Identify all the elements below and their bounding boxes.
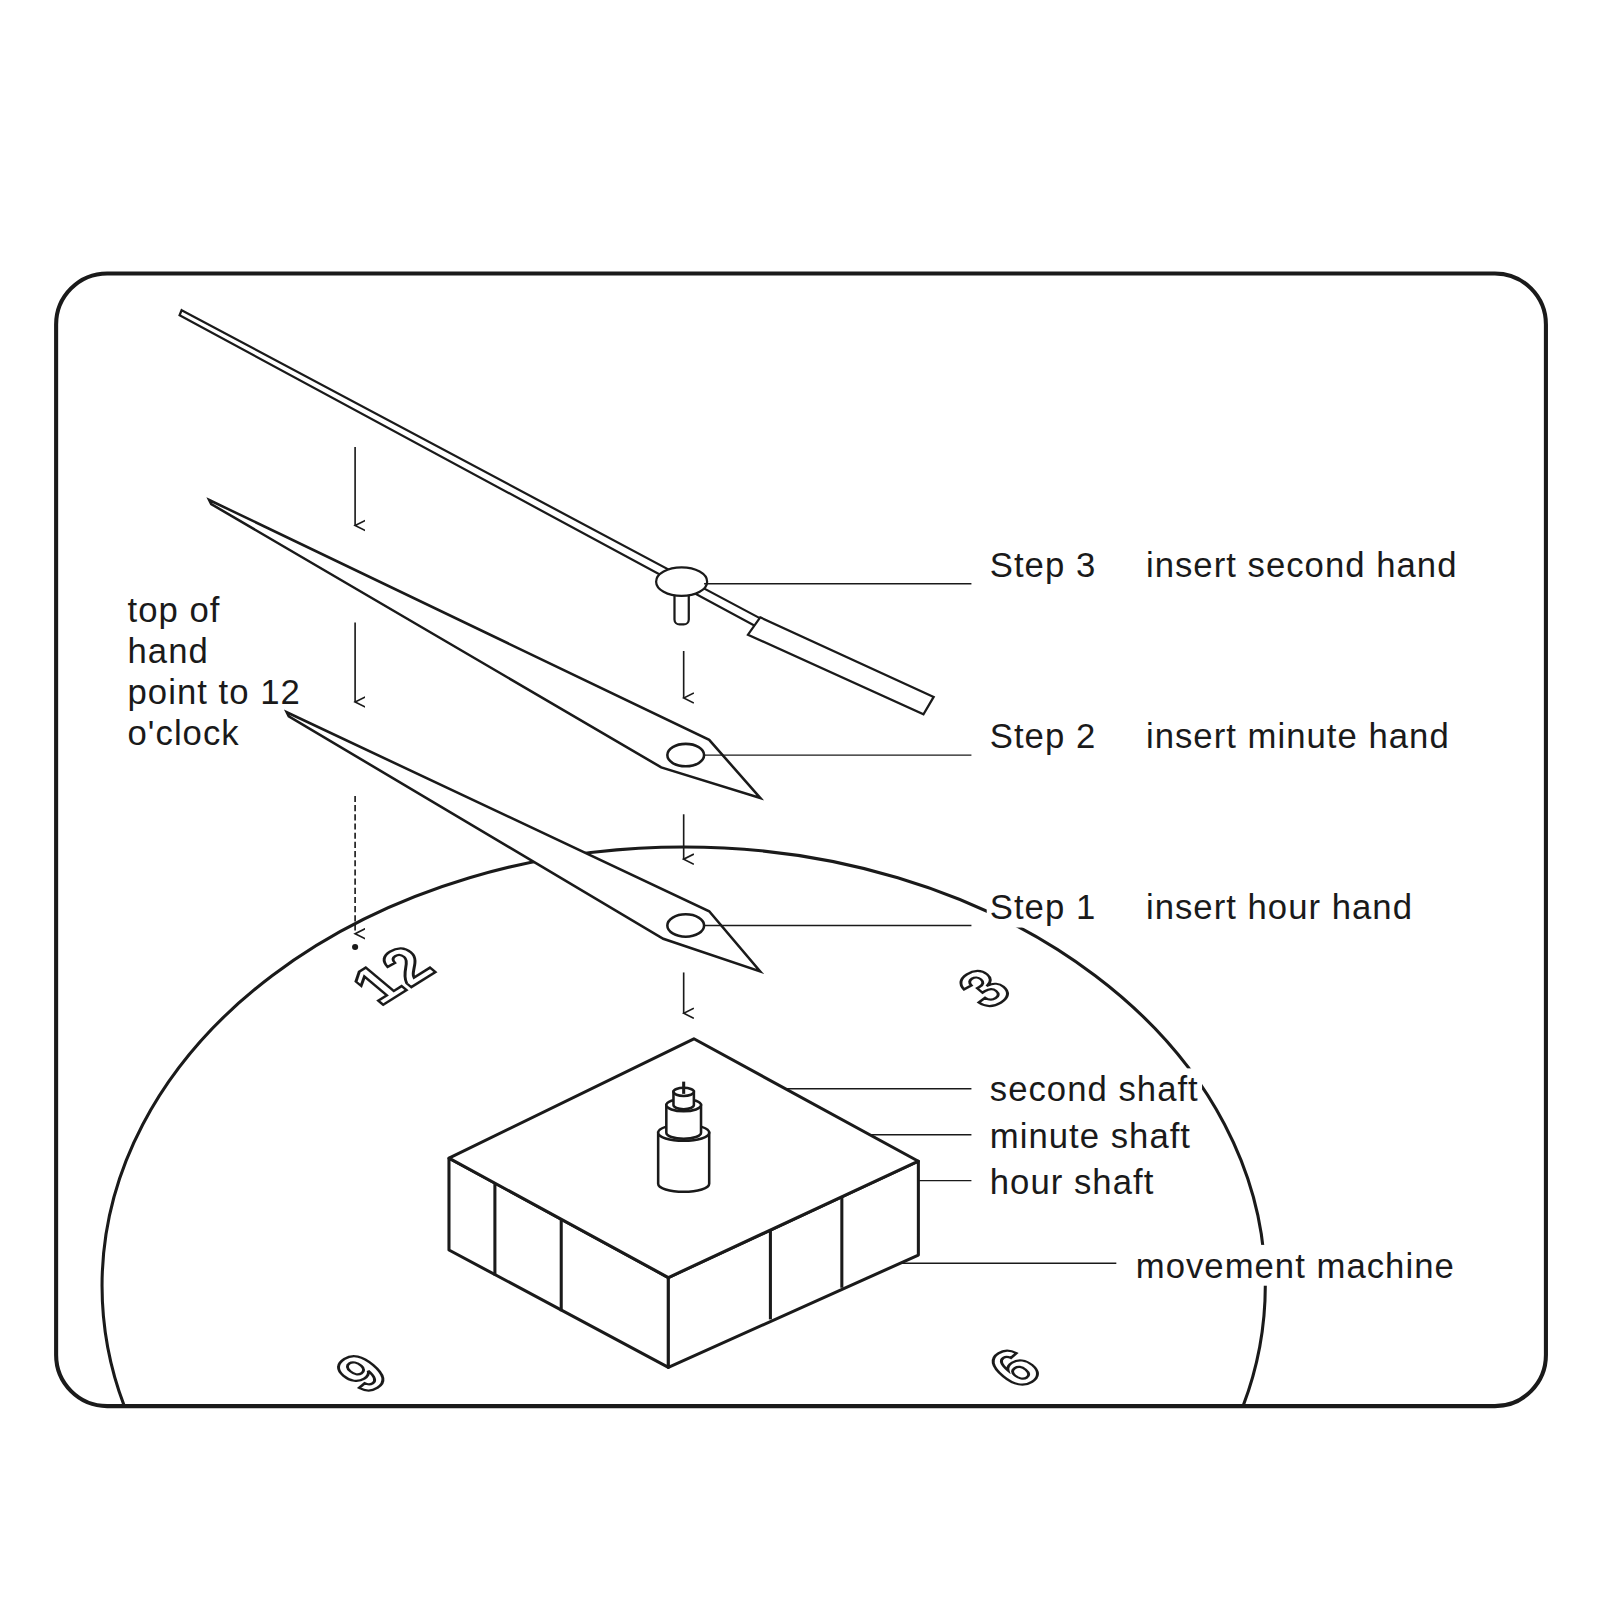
second-hand xyxy=(180,310,934,714)
dial-numeral: 6 xyxy=(974,1336,1056,1399)
dial-numeral: 3 xyxy=(944,956,1026,1019)
frame xyxy=(56,273,1546,1406)
step-number: Step 1 xyxy=(987,887,1100,928)
twelve-mark xyxy=(352,944,358,950)
instruction-note: top of hand point to 12 o'clock xyxy=(124,590,334,753)
dial-numeral: 9 xyxy=(321,1341,403,1404)
wrap-guide xyxy=(286,631,332,672)
part-name: second shaft xyxy=(987,1068,1202,1109)
part-name: movement machine xyxy=(1133,1245,1458,1286)
hour-hand xyxy=(287,712,760,971)
minute-hand xyxy=(209,500,760,798)
shafts xyxy=(658,1082,709,1192)
clock-face xyxy=(102,847,1265,1406)
step-text: insert second hand xyxy=(1143,544,1461,585)
step-text: insert minute hand xyxy=(1143,715,1453,756)
movement-box xyxy=(449,1039,918,1368)
part-name: minute shaft xyxy=(987,1115,1194,1156)
step-number: Step 3 xyxy=(987,544,1100,585)
step-number: Step 2 xyxy=(987,715,1100,756)
step-text: insert hour hand xyxy=(1143,887,1416,928)
dial-numeral: 12 xyxy=(337,934,449,1015)
part-name: hour shaft xyxy=(987,1161,1158,1202)
